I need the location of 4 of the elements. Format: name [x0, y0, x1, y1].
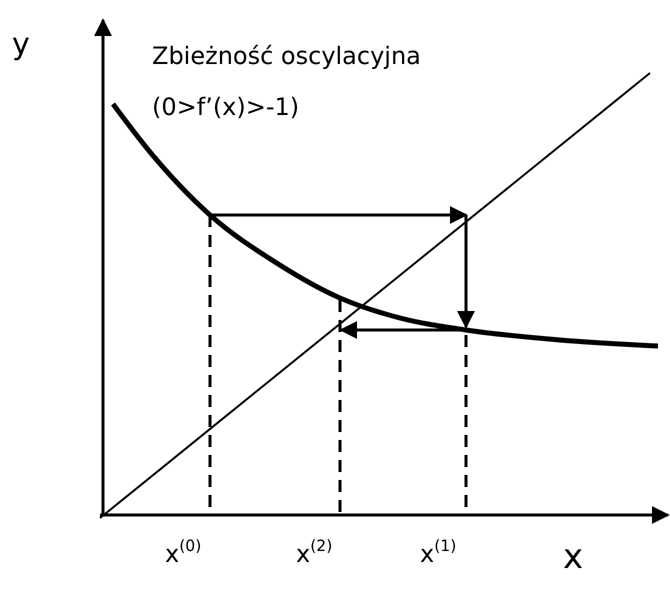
axis-label: x: [563, 540, 584, 574]
axis-label: y: [12, 30, 30, 60]
annotation-text: Zbieżność oscylacyjna: [152, 44, 421, 68]
annotation-text: (0>f’(x)>-1): [152, 95, 300, 119]
